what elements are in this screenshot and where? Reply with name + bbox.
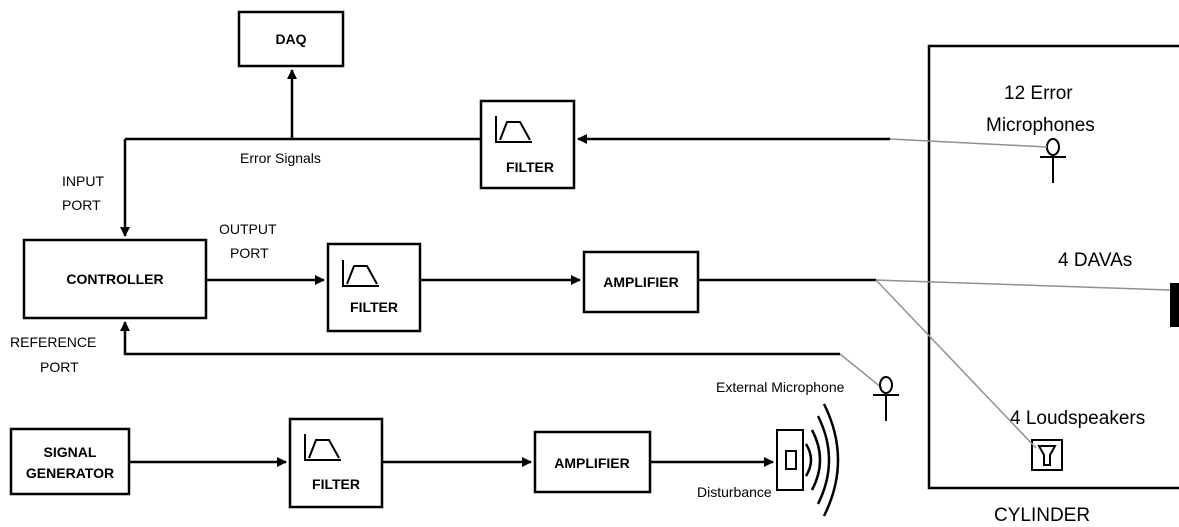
input-port-label-2: PORT bbox=[62, 197, 101, 213]
error-mics-label-1: 12 Error bbox=[1004, 83, 1073, 104]
signal-generator-label-2: GENERATOR bbox=[26, 465, 114, 481]
error-mics-label-2: Microphones bbox=[986, 115, 1095, 136]
output-port-label-1: OUTPUT bbox=[219, 221, 277, 237]
filter-label: FILTER bbox=[506, 159, 554, 175]
filter-block-disturbance: FILTER bbox=[288, 417, 384, 509]
controller-label: CONTROLLER bbox=[66, 271, 163, 287]
microphone-icon bbox=[1039, 138, 1067, 184]
output-port-label-2: PORT bbox=[230, 245, 269, 261]
cylinder: CYLINDER 12 Error Microphones 4 DAVAs 4 … bbox=[927, 44, 1179, 526]
amplifier-block-output: AMPLIFIER bbox=[582, 250, 700, 314]
loudspeaker-icon bbox=[776, 403, 840, 517]
error-signals-label: Error Signals bbox=[240, 150, 321, 166]
signal-generator-label-1: SIGNAL bbox=[44, 444, 97, 460]
loudspeaker-icon bbox=[1031, 439, 1063, 471]
disturbance-label: Disturbance bbox=[697, 484, 772, 500]
davas-label: 4 DAVAs bbox=[1058, 250, 1132, 271]
filter-label: FILTER bbox=[312, 476, 360, 492]
input-port-label-1: INPUT bbox=[62, 173, 104, 189]
dava-lead bbox=[875, 279, 1171, 291]
error-mic-lead bbox=[889, 138, 1048, 148]
daq-block: DAQ bbox=[237, 10, 345, 68]
controller-block: CONTROLLER bbox=[22, 238, 208, 320]
filter-label: FILTER bbox=[350, 299, 398, 315]
filter-block-error: FILTER bbox=[479, 99, 576, 190]
dava-panel bbox=[1170, 283, 1179, 327]
daq-label: DAQ bbox=[275, 31, 306, 47]
external-mic-lead bbox=[839, 353, 883, 389]
external-microphone-label: External Microphone bbox=[716, 379, 845, 395]
amplifier-label: AMPLIFIER bbox=[603, 274, 678, 290]
amplifier-label: AMPLIFIER bbox=[554, 455, 629, 471]
signal-generator-block: SIGNAL GENERATOR bbox=[9, 427, 131, 496]
loudspeakers-label: 4 Loudspeakers bbox=[1010, 408, 1145, 429]
filter-block-output: FILTER bbox=[326, 242, 422, 333]
reference-wire bbox=[120, 321, 840, 356]
loudspeaker-lead bbox=[875, 279, 1037, 449]
amplifier-block-disturbance: AMPLIFIER bbox=[533, 430, 652, 494]
cylinder-label: CYLINDER bbox=[994, 505, 1090, 526]
reference-port-label-2: PORT bbox=[40, 359, 79, 375]
reference-port-label-1: REFERENCE bbox=[10, 334, 96, 350]
